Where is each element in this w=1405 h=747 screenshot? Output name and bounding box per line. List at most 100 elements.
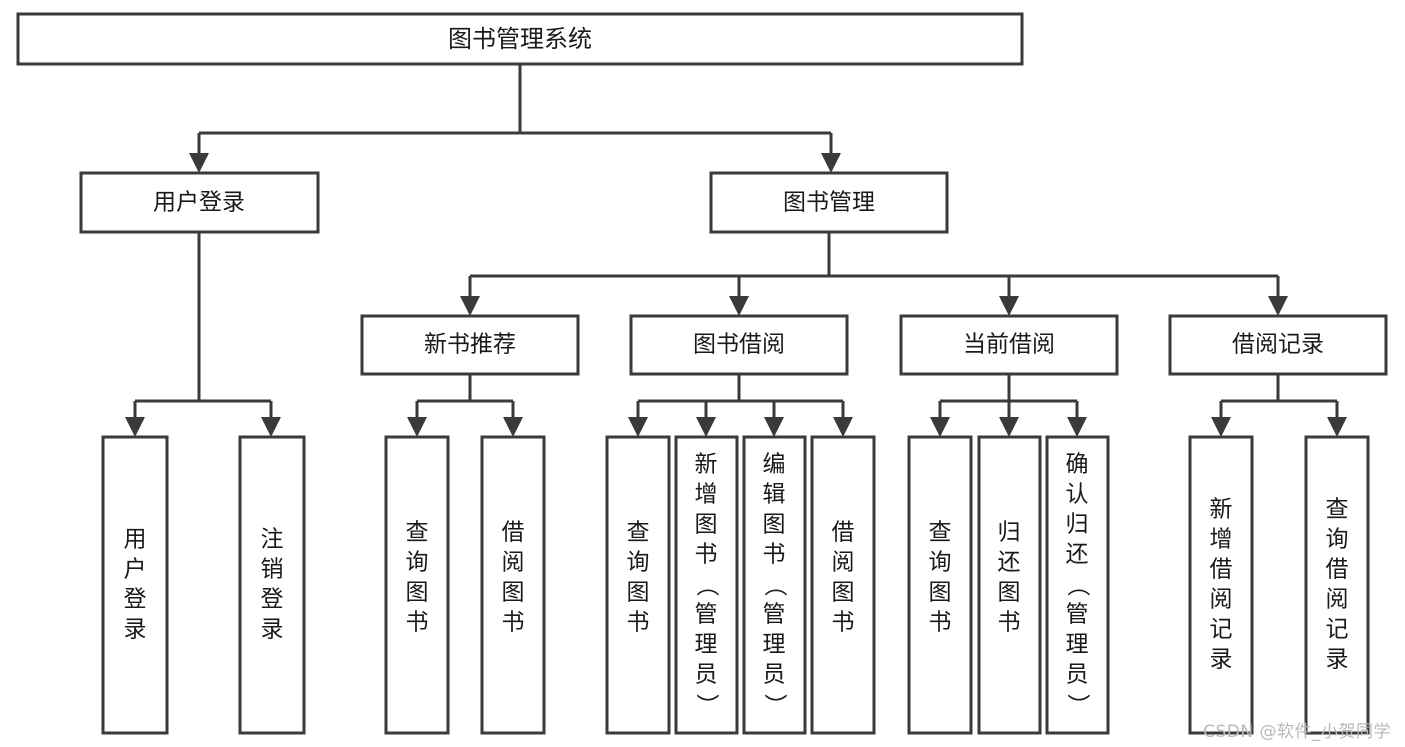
node-leaf-user-login[interactable]: 用户登录 [101,435,169,735]
node-borrow[interactable]: 图书借阅 [629,314,849,376]
vertical-label-char: 阅 [502,550,525,576]
node-leaf-user-logout-box[interactable] [238,435,306,735]
node-borrow-box[interactable] [629,314,849,376]
vertical-label-char: 书 [832,610,855,636]
node-leaf-add-book-box[interactable] [674,435,739,735]
node-root[interactable]: 图书管理系统 [16,12,1024,66]
vertical-label-char: 录 [261,617,284,643]
node-leaf-query-record-box[interactable] [1304,435,1370,735]
arrow-head-leaf-borrow-book-1 [503,417,523,437]
arrow-head-leaf-user-logout [261,417,281,437]
node-leaf-confirm-return-box[interactable] [1045,435,1110,735]
node-records-label: 借阅记录 [1232,332,1324,358]
node-leaf-query-book-3-box[interactable] [907,435,973,735]
node-borrow-label: 图书借阅 [693,332,785,358]
node-newbook-box[interactable] [360,314,580,376]
node-leaf-query-book-2-box[interactable] [605,435,671,735]
vertical-label-char: ） [1065,694,1091,717]
vertical-label-char: 书 [406,610,429,636]
node-records-box[interactable] [1168,314,1388,376]
vertical-label-char: 查 [406,520,429,546]
vertical-label-char: 询 [627,550,650,576]
node-login[interactable]: 用户登录 [79,171,320,234]
vertical-label-char: 借 [502,520,525,546]
node-current-box[interactable] [899,314,1119,376]
vertical-label-char: 增 [695,482,718,508]
vertical-label-char: 登 [261,587,284,613]
node-leaf-borrow-book-2-box[interactable] [810,435,876,735]
vertical-label-char: 借 [832,520,855,546]
node-records[interactable]: 借阅记录 [1168,314,1388,376]
vertical-label-char: 销 [261,557,284,583]
connector-current-to-leaves [938,374,1079,427]
arrow-head-leaf-add-book [696,417,716,437]
vertical-label-char: 录 [124,617,147,643]
connector-borrow-to-leaves [636,374,845,427]
node-leaf-user-login-box[interactable] [101,435,169,735]
node-current[interactable]: 当前借阅 [899,314,1119,376]
connector-login-to-leaves [133,232,273,427]
connector-records-to-leaves [1219,374,1339,427]
vertical-label-char: 书 [763,542,786,568]
node-newbook-label: 新书推荐 [424,332,516,358]
arrow-head-login [189,153,209,173]
arrow-head-leaf-query-book-2 [628,417,648,437]
node-root-box[interactable] [16,12,1024,66]
connector-bookmgmt-to-level3 [468,232,1280,306]
node-newbook[interactable]: 新书推荐 [360,314,580,376]
node-current-label: 当前借阅 [963,332,1055,358]
node-leaf-return-book-box[interactable] [977,435,1042,735]
vertical-label-char: （ [694,574,720,597]
vertical-label-char: 阅 [1210,587,1233,613]
vertical-label-char: 询 [1326,527,1349,553]
node-leaf-add-record-box[interactable] [1188,435,1254,735]
vertical-label-char: 确 [1066,452,1089,478]
vertical-label-char: 图 [998,580,1021,606]
vertical-label-char: 辑 [763,482,786,508]
arrow-head-borrow [729,296,749,316]
connector-layer [125,64,1347,437]
node-leaf-user-login-label: 用户登录 [124,527,147,643]
csdn-watermark: CSDN @软件_小贺同学 [1203,722,1391,742]
node-leaf-borrow-book-1-box[interactable] [480,435,546,735]
arrow-head-records [1268,296,1288,316]
vertical-label-char: 书 [695,542,718,568]
node-login-box[interactable] [79,171,320,234]
vertical-label-char: 编 [763,452,786,478]
vertical-label-char: 图 [406,580,429,606]
node-leaf-edit-book-box[interactable] [742,435,807,735]
vertical-label-char: 归 [1066,512,1089,538]
node-bookmgmt-box[interactable] [709,171,949,234]
vertical-label-char: 员 [1066,662,1089,688]
arrow-head-leaf-confirm-return [1067,417,1087,437]
arrow-head-leaf-borrow-book-2 [833,417,853,437]
vertical-label-char: 增 [1210,527,1233,553]
node-leaf-query-book-1-box[interactable] [384,435,450,735]
node-bookmgmt[interactable]: 图书管理 [709,171,949,234]
vertical-label-char: 管 [763,602,786,628]
vertical-label-char: ） [762,694,788,717]
